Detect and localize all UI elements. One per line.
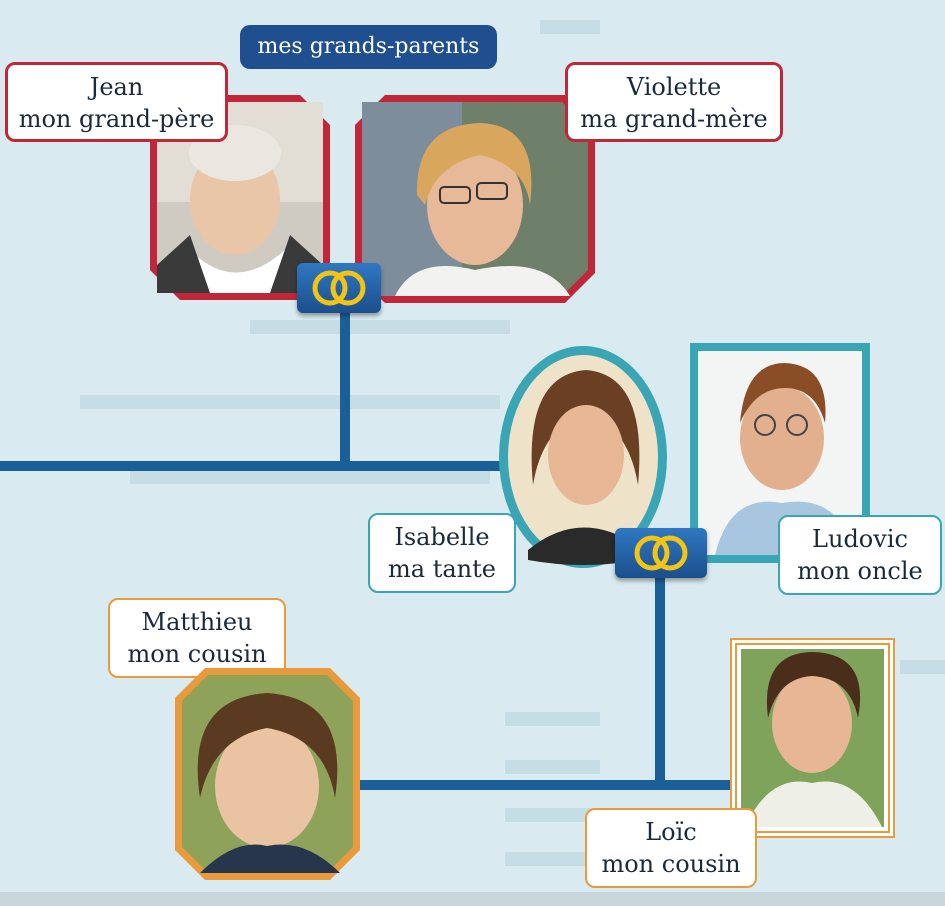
photo-ludovic (690, 343, 870, 563)
photo-violette (355, 95, 595, 303)
label-isabelle: Isabelle ma tante (368, 513, 516, 593)
photo-jean (150, 95, 330, 300)
label-violette: Violette ma grand-mère (565, 62, 783, 142)
parents-vertical-line (655, 575, 665, 790)
wedding-rings-icon (312, 270, 366, 306)
relation-matthieu: mon cousin (127, 640, 267, 668)
wedding-rings-icon (634, 535, 688, 571)
grandparents-vertical-line (340, 300, 350, 470)
label-ludovic: Ludovic mon oncle (778, 515, 942, 595)
photo-isabelle (498, 345, 668, 570)
label-jean: Jean mon grand-père (5, 62, 228, 142)
photo-loic (730, 638, 895, 838)
page-title: mes grands-parents (240, 25, 497, 69)
parents-wedding-rings (615, 528, 707, 578)
label-loic: Loïc mon cousin (585, 808, 757, 888)
cousins-horizontal-line (355, 780, 735, 790)
name-ludovic: Ludovic (812, 525, 908, 553)
relation-ludovic: mon oncle (797, 557, 923, 585)
relation-isabelle: ma tante (388, 555, 496, 583)
page-bottom-edge (0, 892, 945, 906)
name-matthieu: Matthieu (141, 608, 253, 636)
relation-violette: ma grand-mère (580, 105, 768, 133)
relation-jean: mon grand-père (18, 105, 215, 133)
grandparents-wedding-rings (297, 263, 381, 313)
label-matthieu: Matthieu mon cousin (108, 598, 286, 678)
name-jean: Jean (89, 73, 144, 101)
name-loic: Loïc (645, 818, 697, 846)
family-horizontal-line (0, 461, 510, 471)
name-violette: Violette (626, 73, 722, 101)
name-isabelle: Isabelle (394, 523, 490, 551)
relation-loic: mon cousin (601, 850, 741, 878)
photo-matthieu (175, 668, 360, 880)
